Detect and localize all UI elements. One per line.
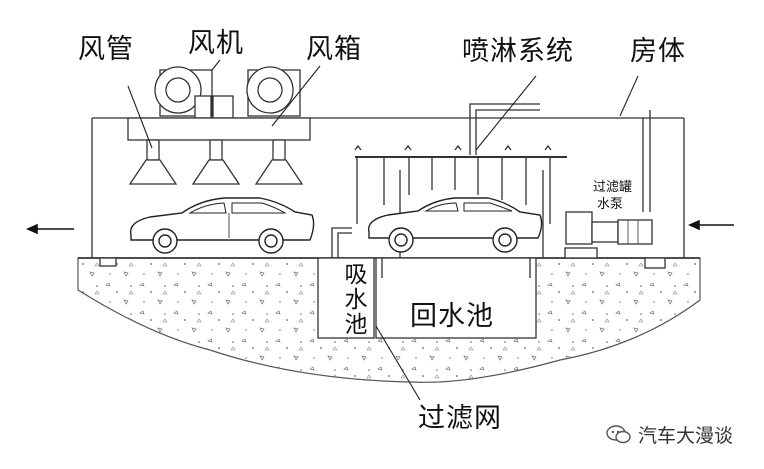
wechat-bubble-icon <box>606 424 631 443</box>
label-duct: 风管 <box>78 34 134 65</box>
label-filter-screen: 过滤网 <box>418 403 502 434</box>
air-ducts <box>128 139 304 185</box>
label-suction-pool: 吸水池 <box>340 262 366 337</box>
label-fan: 风机 <box>188 28 244 59</box>
return-pool <box>375 257 537 339</box>
label-air-box: 风箱 <box>306 34 362 65</box>
label-spray-system: 喷淋系统 <box>462 36 574 67</box>
car-right <box>367 197 543 253</box>
pump-and-filter <box>565 110 653 245</box>
label-filter-tank: 过滤罐 <box>593 180 633 195</box>
suction-pool <box>317 257 375 339</box>
airflow-arrow-left <box>26 223 74 235</box>
airflow-arrow-right <box>688 219 734 231</box>
label-return-pool: 回水池 <box>410 301 494 332</box>
watermark-text: 汽车大漫谈 <box>638 425 734 447</box>
air-box <box>127 117 311 141</box>
car-left <box>129 197 315 254</box>
label-water-pump: 水泵 <box>597 197 624 212</box>
leader-lines <box>127 59 639 401</box>
watermark: 汽车大漫谈 <box>606 421 733 448</box>
label-room-body: 房体 <box>630 36 686 67</box>
return-pipes <box>331 227 352 258</box>
fan-unit <box>154 66 301 119</box>
